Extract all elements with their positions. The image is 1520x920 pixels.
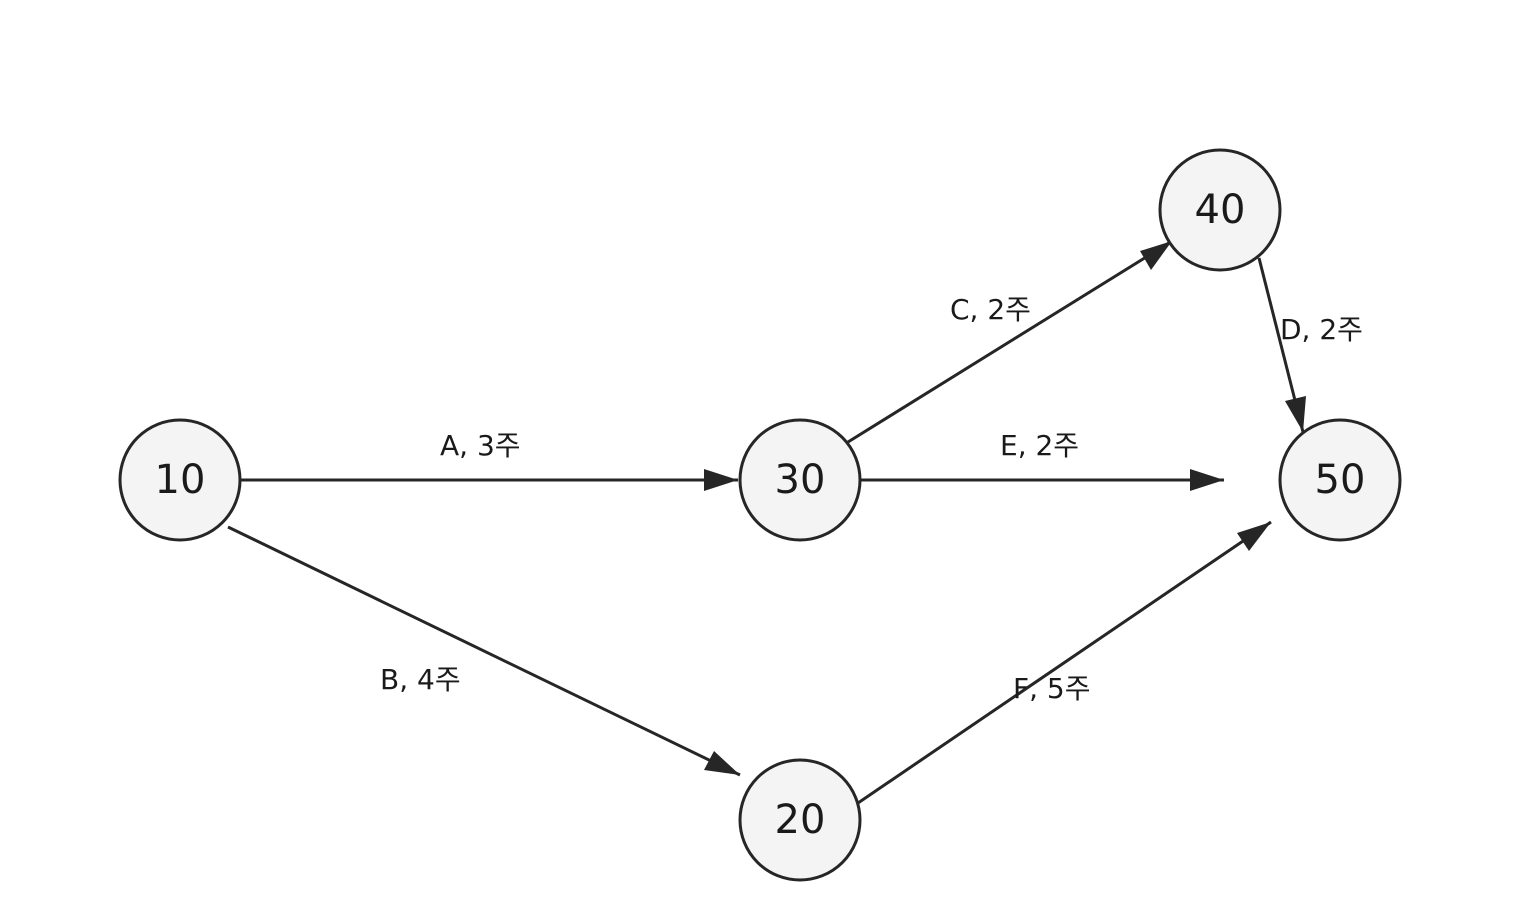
edge-a-label: A, 3주 [440,429,521,462]
edge-a: A, 3주 [240,429,738,491]
edge-f-line [857,520,1272,805]
nodes: 10 20 30 40 50 [118,148,1402,882]
edge-e-label: E, 2주 [1000,429,1079,462]
node-40: 40 [1158,148,1282,272]
edge-f-label: F, 5주 [1013,672,1090,705]
edge-a-arrowhead [704,469,738,491]
edges: A, 3주 B, 4주 C, 2주 D, 2주 E, 2주 F, 5주 [227,239,1363,805]
edge-f-arrowhead [1237,522,1271,551]
node-10: 10 [118,418,242,542]
edge-d: D, 2주 [1257,257,1363,433]
edge-c-arrowhead [1140,241,1172,270]
edge-d-arrowhead [1285,396,1306,432]
edge-b-label: B, 4주 [380,663,461,696]
edge-c: C, 2주 [847,239,1173,444]
edge-c-line [847,239,1173,444]
node-50-circle [1278,418,1402,542]
edge-b: B, 4주 [227,525,741,777]
node-30-circle [738,418,862,542]
node-50-label: 50 [1315,457,1366,503]
edge-d-label: D, 2주 [1280,313,1363,346]
edge-b-line [227,525,741,777]
node-40-label: 40 [1195,187,1246,233]
node-10-label: 10 [155,457,206,503]
node-20: 20 [738,758,862,882]
node-20-circle [738,758,862,882]
edge-e: E, 2주 [860,429,1224,491]
edge-b-arrowhead [704,751,740,775]
node-30-label: 30 [775,457,826,503]
node-20-label: 20 [775,797,826,843]
node-10-circle [118,418,242,542]
node-50: 50 [1278,418,1402,542]
edge-f: F, 5주 [857,520,1272,805]
edge-c-label: C, 2주 [950,293,1031,326]
node-40-circle [1158,148,1282,272]
edge-e-arrowhead [1190,469,1224,491]
node-30: 30 [738,418,862,542]
